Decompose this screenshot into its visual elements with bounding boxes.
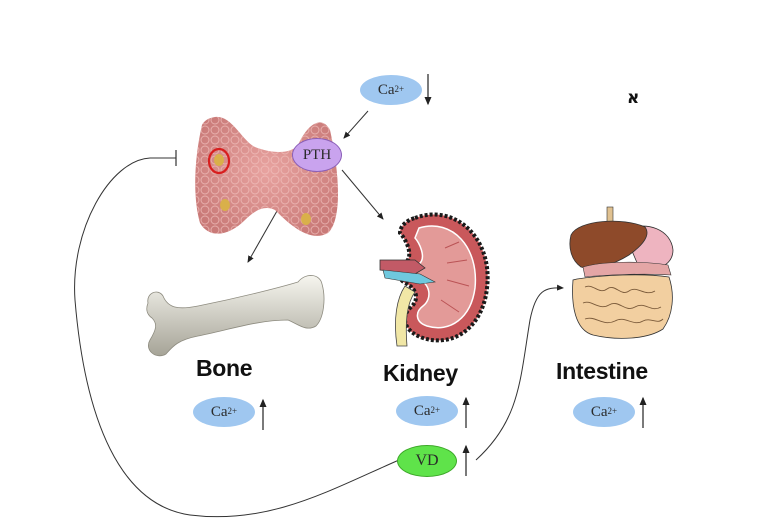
calcium-charge: 2+	[607, 406, 618, 416]
pth-node-text: PTH	[302, 146, 332, 163]
figure-label: א	[627, 88, 640, 108]
parathyroid-gland	[220, 199, 230, 211]
organ-label-intestine: Intestine	[556, 358, 648, 384]
inhibit-vd-to-parathyroid	[74, 157, 400, 518]
calcium-node-intestine-text: Ca	[590, 403, 608, 420]
calcium-node-top-text: Ca	[377, 81, 395, 98]
calcium-node-kidney-text: Ca	[413, 402, 431, 419]
vitamin-d-node-text: VD	[415, 452, 439, 469]
organ-label-bone: Bone	[196, 355, 253, 381]
parathyroid-gland	[301, 213, 311, 225]
arrow-ca-to-pth	[343, 110, 369, 139]
organ-label-kidney: Kidney	[383, 360, 458, 386]
parathyroid-gland	[214, 154, 224, 166]
calcium-charge: 2+	[227, 406, 238, 416]
calcium-charge: 2+	[394, 84, 405, 94]
highlight-ring	[207, 147, 231, 175]
kidney-image	[379, 212, 490, 347]
bone-image	[146, 275, 325, 357]
parathyroid-image	[195, 116, 338, 236]
intestine-image	[569, 206, 674, 339]
pth-node: PTH	[292, 138, 342, 172]
calcium-charge: 2+	[430, 405, 441, 415]
arrow-vd-to-intestine	[475, 284, 564, 461]
vitamin-d-node: VD	[397, 445, 457, 477]
calcium-node-bone-text: Ca	[210, 403, 228, 420]
arrow-pth-to-kidney	[341, 169, 384, 220]
